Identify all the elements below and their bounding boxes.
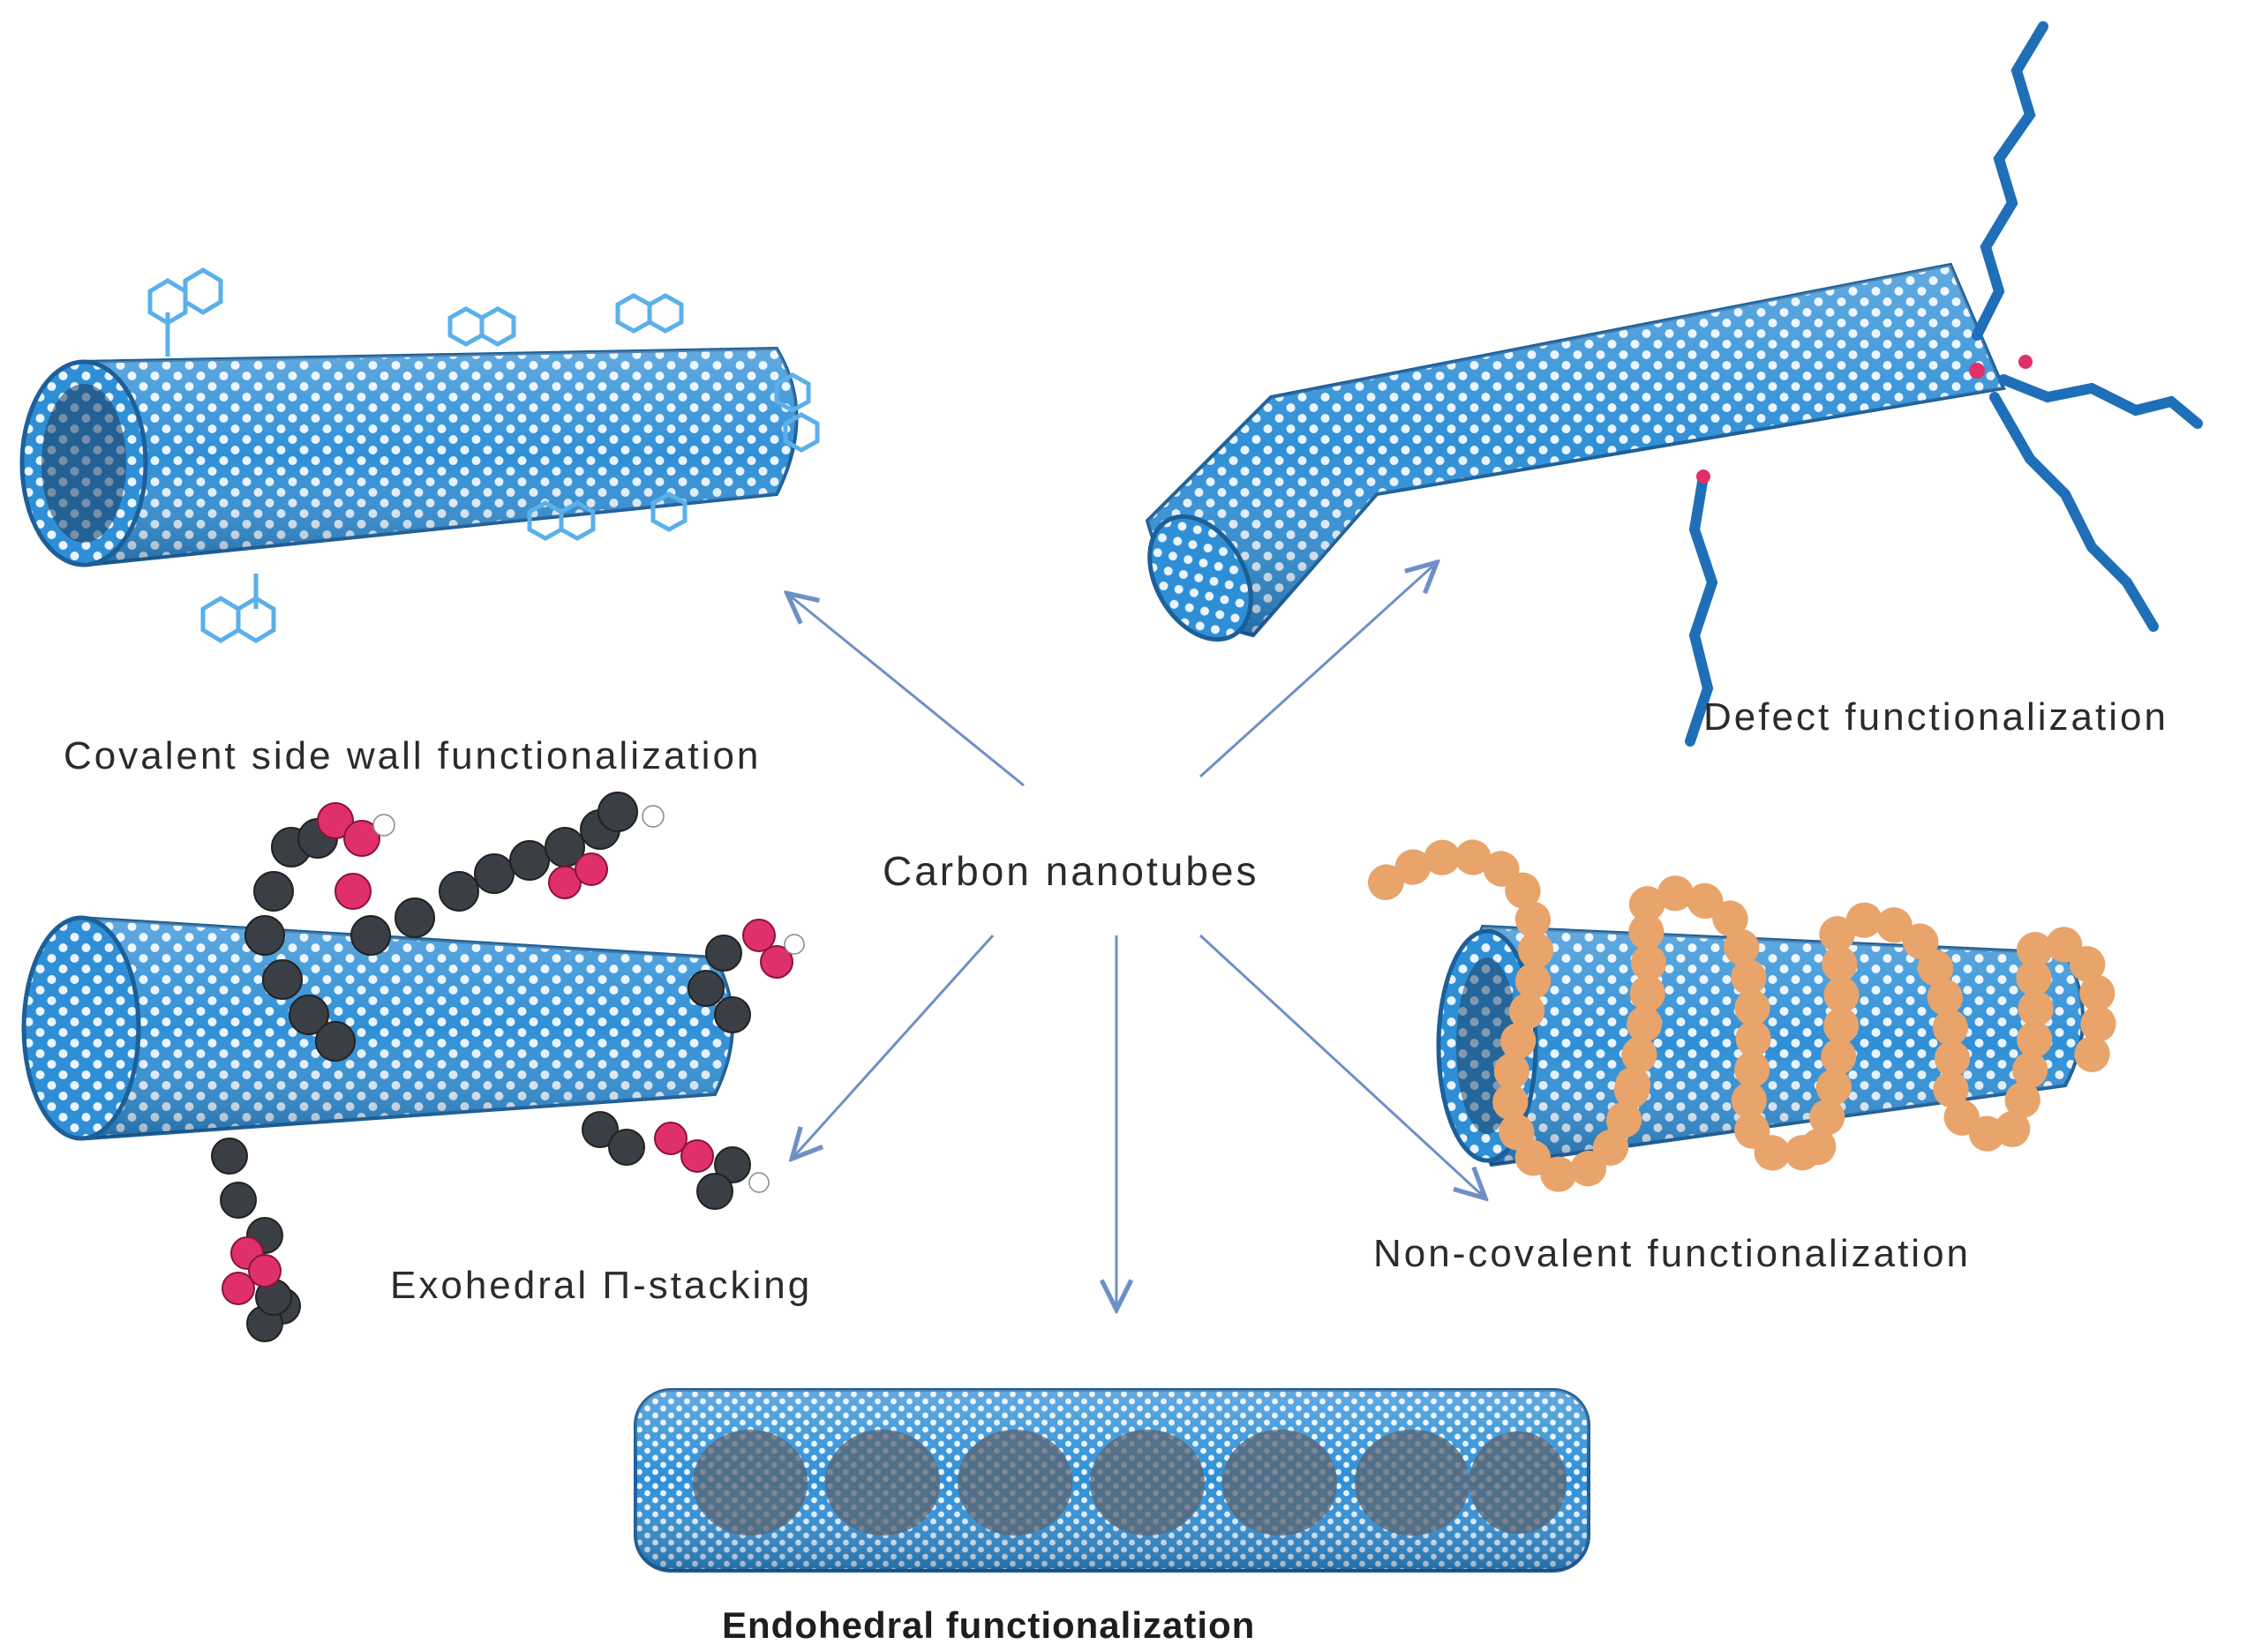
- noncovalent-label: Non-covalent functionalization: [1373, 1232, 1972, 1275]
- chain-down-right: [1989, 392, 2159, 632]
- arrow-covalent: [790, 596, 1025, 787]
- endohedral-nanotube: [634, 1388, 1590, 1573]
- center-label: Carbon nanotubes: [883, 848, 1259, 894]
- noncovalent-nanotube: [1368, 838, 2116, 1192]
- covalent-label: Covalent side wall functionalization: [64, 734, 762, 777]
- arrow-defect: [1199, 565, 1434, 778]
- chain-right: [1998, 374, 2203, 429]
- arrow-noncovalent: [1199, 934, 1483, 1196]
- arrows: [790, 565, 1483, 1306]
- pi-stacking-molecules: [211, 792, 805, 1342]
- chain-up: [1972, 21, 2048, 341]
- fullerene-cargo: [693, 1430, 1567, 1536]
- ring-group-1: [147, 267, 223, 357]
- ring-group-6: [200, 574, 276, 643]
- endohedral-label: Endohedral functionalization: [722, 1604, 1256, 1646]
- defect-nanotube: [1145, 21, 2203, 747]
- ring-group-5: [527, 492, 688, 541]
- ring-group-4: [774, 372, 820, 453]
- exohedral-label: Exohedral Π-stacking: [390, 1264, 813, 1307]
- exohedral-nanotube: [21, 792, 805, 1342]
- polymer-wrap: [1368, 838, 2116, 1192]
- chain-down: [1685, 471, 1718, 747]
- ring-group-2: [447, 306, 516, 347]
- defect-label: Defect functionalization: [1703, 695, 2168, 739]
- arrow-exohedral: [794, 934, 995, 1156]
- covalent-sidewall-nanotube: [19, 267, 820, 643]
- ring-group-3: [615, 293, 684, 334]
